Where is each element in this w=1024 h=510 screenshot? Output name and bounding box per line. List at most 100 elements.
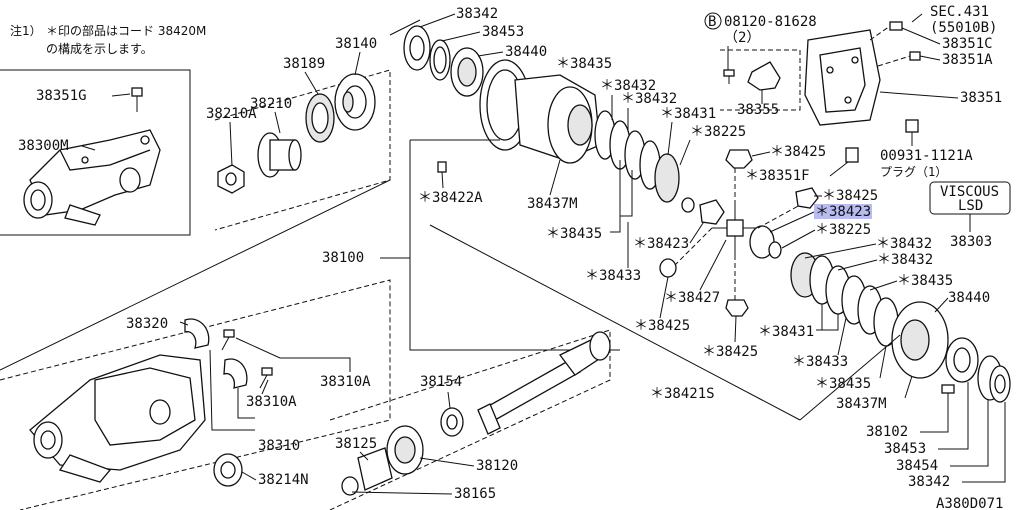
cap-bolt-lower-icon [259,367,273,389]
label-38320: 38320 [126,316,168,332]
note-line-2: の構成を示します。 [46,42,153,56]
oil-seal-icon [305,93,335,143]
side-bearing-top-icon [403,25,431,71]
label-38425-b: ＊38425 [822,188,878,204]
label-38433-left: ＊38433 [585,268,641,284]
bracket-38100 [409,140,620,351]
pinion-bearing-icon [334,73,376,131]
label-38432-d: ＊38432 [877,252,933,268]
line-to-38421s [429,224,801,421]
label-38431-bottom: ＊38431 [758,324,814,340]
label-38453-top: 38453 [482,24,524,40]
drive-pinion-shaft-icon [477,331,611,435]
label-38440-right: 38440 [948,290,990,306]
label-38432-c: ＊38432 [876,236,932,252]
label-38432-a: ＊38432 [600,78,656,94]
frame-shaft-dash [329,329,611,510]
label-38425-d: ＊38425 [702,344,758,360]
label-sec-431: SEC.431 [930,4,989,20]
frame-bracket-dash [720,49,801,111]
companion-flange-icon [257,132,302,178]
label-38102: 38102 [866,424,908,440]
bolt-38351c-icon [889,21,903,31]
label-38342-top: 38342 [456,6,498,22]
rear-cover-icon [804,29,881,126]
label-lsd: LSD [958,198,983,214]
label-38351: 38351 [960,90,1002,106]
label-38351c: 38351C [942,36,993,52]
label-bolt-qty: （2） [724,30,760,46]
pinion-washer-icon [440,407,464,437]
diff-carrier-icon [29,354,206,483]
label-38310a-b: 38310A [246,394,297,410]
label-bolt-code: 08120-81628 [724,14,817,30]
label-38421s: ＊38421S [650,386,715,402]
pin-icon [437,161,447,173]
adjuster-38214n-icon [213,453,243,487]
label-38125: 38125 [335,436,377,452]
thrust-washer-icon [659,258,677,278]
pinion-rear-bearing-icon [386,425,424,475]
label-38425-a: ＊38425 [770,144,826,160]
cap-bolt-upper-icon [221,329,235,351]
bracket-38355-icon [747,61,781,91]
label-38351a: 38351A [942,52,993,68]
bolt-circled-mark: B [708,14,716,30]
label-38425-c: ＊38425 [634,318,690,334]
label-38225-top: ＊38225 [690,124,746,140]
label-plug-code: 00931-1121A [880,148,973,164]
breather-plug-icon [131,87,143,112]
label-38435-top: ＊38435 [556,56,612,72]
bearing-cap-upper-icon [184,318,210,349]
frame-pinion-dash [214,69,391,231]
label-viscous: VISCOUS [940,184,999,200]
pinion-gear-top-icon [725,149,753,169]
label-38431-top: ＊38431 [660,106,716,122]
figure-code: A380D071 [936,496,1003,510]
flange-nut-icon [217,164,245,194]
bearing-race-top-icon [450,47,484,97]
bolt-top-icon [723,69,735,84]
highlight-38423 [814,204,872,219]
shim-top-icon [429,39,451,81]
rear-diff-assembly-icon [23,129,161,226]
label-38154: 38154 [420,374,462,390]
label-38435-right: ＊38435 [897,273,953,289]
label-38300m: 38300M [18,138,69,154]
plug-icon [845,147,859,163]
label-38351f: ＊38351F [745,168,810,184]
label-38454: 38454 [896,458,938,474]
bearing-cap-lower-icon [223,358,248,389]
label-38355: 38355 [737,102,779,118]
label-38435-left: ＊38435 [546,226,602,242]
label-38423-highlighted[interactable]: ＊38423 [815,204,871,220]
frame-38300m-box [0,69,191,236]
drain-plug-icon [905,119,919,133]
label-38437m-top: 38437M [527,196,578,212]
label-38437m-bottom: 38437M [836,396,887,412]
label-plug: プラグ（1） [880,165,947,179]
collapsible-spacer-icon [357,447,393,491]
label-38140: 38140 [335,36,377,52]
pinion-gear-bottom-icon [725,299,749,317]
bolt-38351a-icon [909,51,921,61]
label-38100: 38100 [322,250,364,266]
pinion-gear-right-icon [795,187,819,209]
label-38432-b: ＊38432 [621,91,677,107]
label-38423-left: ＊38423 [633,236,689,252]
label-38165: 38165 [454,486,496,502]
diagonal-separator-a [0,179,391,371]
diff-case-right-icon [891,301,949,379]
label-sec-55010b: (55010B) [930,20,997,36]
label-38303: 38303 [950,234,992,250]
bolt-right-icon [941,384,955,405]
label-38210a: 38210A [206,106,257,122]
label-38189: 38189 [283,56,325,72]
bearing-outer-right-icon [977,355,1011,403]
lock-washer-icon [341,476,359,496]
label-38427: ＊38427 [664,290,720,306]
label-38342-bottom: 38342 [908,474,950,490]
bolt-mark-circle [704,12,722,30]
label-38433-bottom: ＊38433 [792,354,848,370]
